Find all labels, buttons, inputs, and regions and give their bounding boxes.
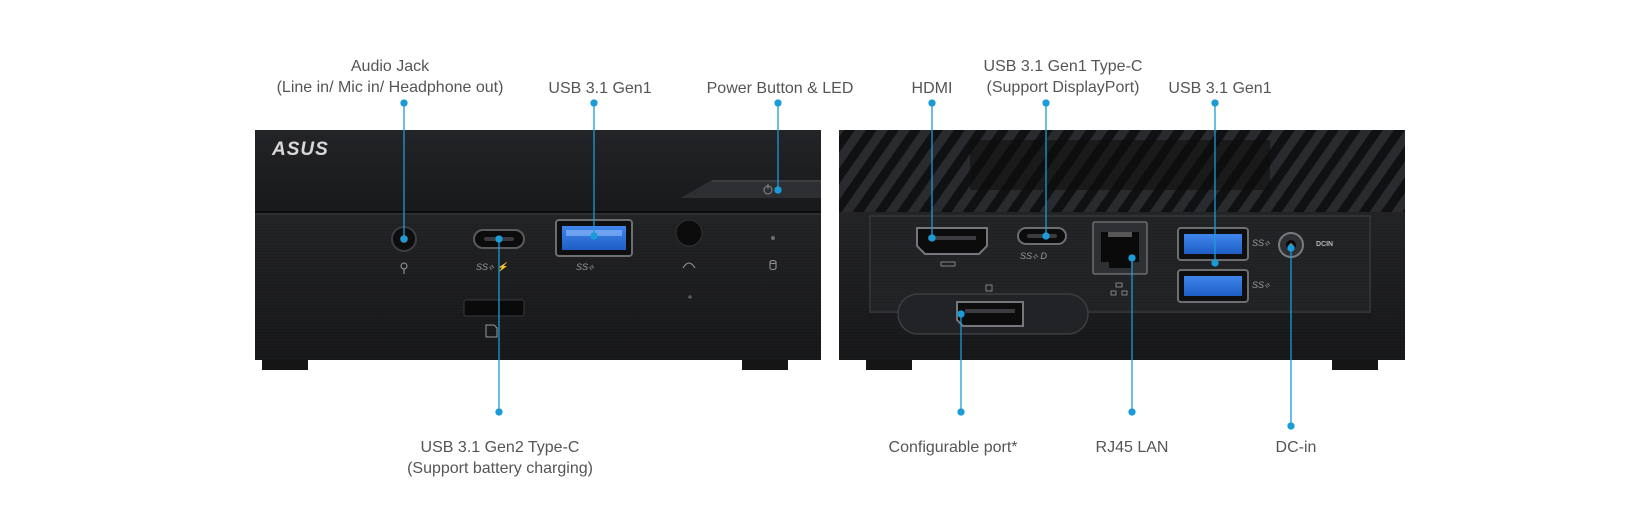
callout-lines [400,99,1295,430]
front-round-button[interactable] [675,219,703,247]
audio-jack-icon [400,262,408,274]
callout-hdmi-title: HDMI [911,80,953,97]
front-chassis [255,130,821,370]
callout-power-button: Power Button & LED [707,78,854,99]
callout-usb-typec-rear-title: USB 3.1 Gen1 Type-C [983,58,1143,75]
configurable-port[interactable] [956,301,1024,327]
callout-usb-front: USB 3.1 Gen1 [548,78,651,99]
callout-configurable-port: Configurable port* [889,437,1018,458]
hdd-icon [769,260,777,270]
rj45-port[interactable] [1092,221,1148,275]
hdmi-icon [940,261,956,267]
front-foot-right [742,360,788,370]
mic-hole [688,295,692,299]
callout-audio-jack-sub: (Line in/ Mic in/ Headphone out) [276,79,504,96]
sd-card-icon [485,324,498,338]
usb-c-rear-port[interactable] [1017,227,1067,245]
displayport-icon [985,284,993,292]
led-indicator [771,236,775,240]
callout-usb-rear-title: USB 3.1 Gen1 [1168,80,1272,97]
power-icon [763,184,773,195]
callout-usb-typec-front-title: USB 3.1 Gen2 Type-C [420,439,580,456]
callout-usb-typec-rear-sub: (Support DisplayPort) [986,79,1140,96]
callout-audio-jack-title: Audio Jack [350,58,430,75]
hdmi-port[interactable] [916,227,988,255]
callout-audio-jack: Audio Jack (Line in/ Mic in/ Headphone o… [277,56,504,98]
callout-power-button-title: Power Button & LED [706,80,854,97]
ethernet-icon [1110,282,1128,296]
usb-a-rear-icon-bottom: SS⟡ [1252,280,1271,290]
headset-icon [682,262,696,269]
callout-usb-typec-rear: USB 3.1 Gen1 Type-C (Support DisplayPort… [984,56,1143,98]
usb-c-icon: SS⟡ ⚡ [476,261,508,273]
power-button[interactable] [680,180,821,198]
rear-foot-left [866,360,912,370]
vent-window [970,140,1270,190]
usb-a-rear-port-top[interactable] [1177,227,1249,261]
usb-a-icon: SS⟡ [576,262,595,272]
callout-hdmi: HDMI [912,78,953,99]
sd-card-slot[interactable] [463,299,525,317]
usb-a-rear-port-bottom[interactable] [1177,269,1249,303]
dc-in-icon: DCIN [1316,241,1333,248]
callout-usb-front-title: USB 3.1 Gen1 [548,80,652,97]
callout-dc-in-title: DC-in [1275,439,1317,456]
rear-foot-right [1332,360,1378,370]
callout-rj45-title: RJ45 LAN [1095,439,1169,456]
callout-configurable-port-title: Configurable port* [888,439,1018,456]
asus-logo: ASUS [271,139,329,160]
usb-a-rear-icon-top: SS⟡ [1252,238,1271,248]
callout-usb-typec-front-sub: (Support battery charging) [407,460,593,477]
callout-usb-typec-front: USB 3.1 Gen2 Type-C (Support battery cha… [407,437,593,479]
usb-c-dp-icon: SS⟡ D [1020,251,1047,261]
callout-usb-rear: USB 3.1 Gen1 [1168,78,1271,99]
callout-dc-in: DC-in [1276,437,1317,458]
front-foot-left [262,360,308,370]
callout-rj45: RJ45 LAN [1096,437,1169,458]
